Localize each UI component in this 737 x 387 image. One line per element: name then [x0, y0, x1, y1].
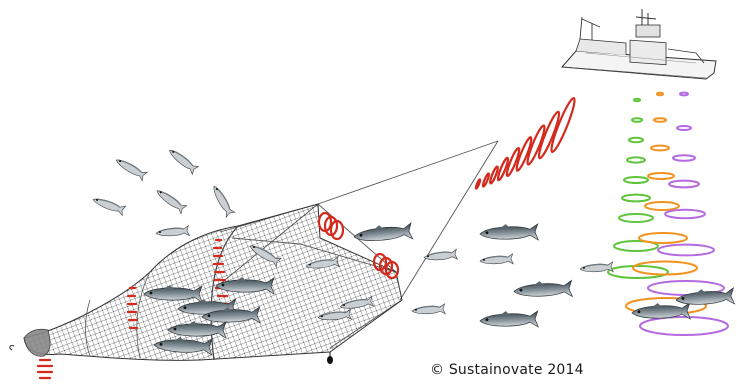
trawler-vessel [562, 9, 716, 79]
net-weight [327, 356, 333, 364]
sonar-beam-upper [475, 97, 578, 189]
copyright-notice: © Sustainovate 2014 [430, 362, 584, 378]
